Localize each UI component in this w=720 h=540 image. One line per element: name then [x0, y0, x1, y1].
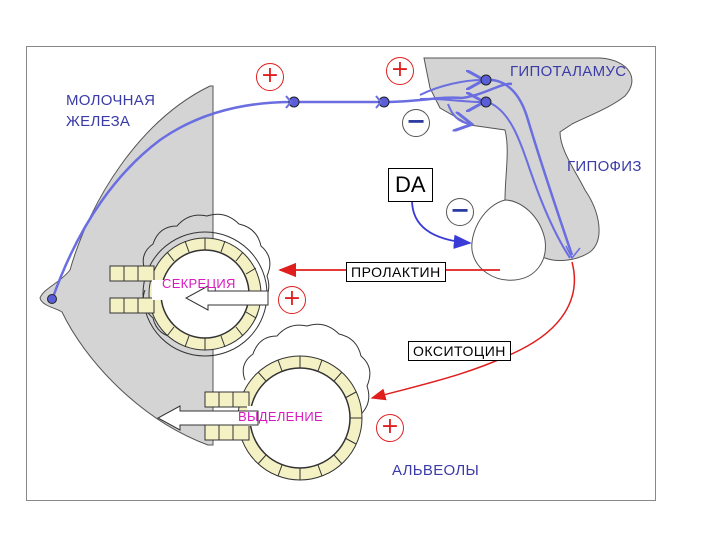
ejection-label: ВЫДЕЛЕНИЕ — [238, 409, 323, 424]
minus-sign-dopamine: − — [446, 198, 474, 226]
alveoli-label: АЛЬВЕОЛЫ — [392, 462, 479, 479]
hypothalamic-neuron-2 — [481, 97, 491, 107]
pituitary-label: ГИПОФИЗ — [567, 158, 642, 175]
mammary-gland-label-2: ЖЕЛЕЗА — [66, 113, 130, 130]
plus-sign-ejection: + — [376, 414, 404, 442]
plus-sign-secretion: + — [278, 286, 306, 314]
mammary-gland-label-1: МОЛОЧНАЯ — [66, 92, 155, 109]
secretion-label: СЕКРЕЦИЯ — [162, 276, 236, 291]
hypothalamus-label: ГИПОТАЛАМУС — [510, 63, 626, 80]
prolactin-label: ПРОЛАКТИН — [346, 262, 446, 282]
oxytocin-pathway — [372, 262, 574, 398]
dopamine-label: DA — [388, 168, 433, 202]
minus-sign-inhibition: − — [402, 109, 430, 137]
oxytocin-label: ОКСИТОЦИН — [408, 341, 511, 361]
plus-sign-hypothalamus: + — [386, 57, 414, 85]
nerve-ending-gland — [48, 295, 57, 304]
plus-sign-nerve: + — [256, 63, 284, 91]
hypothalamic-neuron-1 — [481, 75, 491, 85]
